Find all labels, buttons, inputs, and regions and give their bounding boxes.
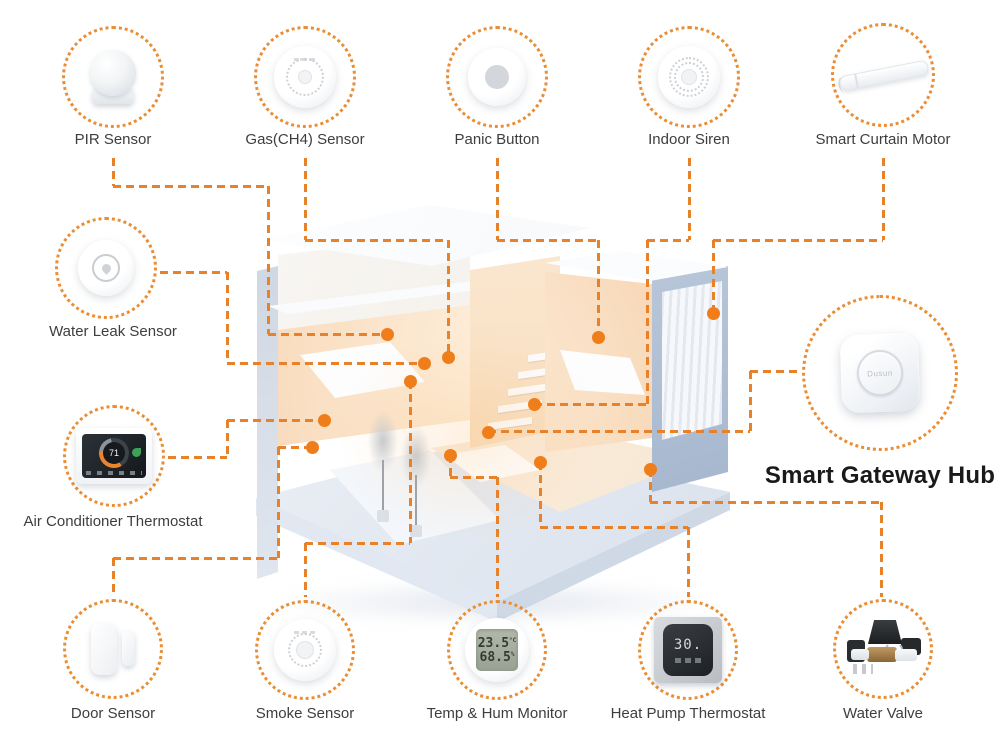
device-circle-gas-sensor bbox=[254, 26, 356, 128]
connector-line-smart-gateway-hub bbox=[750, 369, 800, 373]
gas-sensor-icon bbox=[257, 29, 353, 125]
device-circle-door-sensor bbox=[63, 599, 163, 699]
connector-line-temp-hum-monitor bbox=[448, 455, 452, 477]
device-circle-water-leak-sensor bbox=[55, 217, 157, 319]
device-label-air-conditioner-thermostat: Air Conditioner Thermostat bbox=[23, 513, 203, 530]
connector-line-pir-sensor bbox=[268, 332, 387, 336]
connector-line-temp-hum-monitor bbox=[495, 477, 499, 597]
device-circle-smart-gateway-hub: Dusun bbox=[802, 295, 958, 451]
device-label-water-leak-sensor: Water Leak Sensor bbox=[49, 323, 177, 340]
potted-tree bbox=[398, 425, 434, 540]
connector-dot-gas-sensor bbox=[441, 350, 455, 364]
connector-line-heat-pump-thermostat bbox=[540, 525, 688, 529]
connector-line-water-leak-sensor bbox=[225, 272, 229, 363]
connector-dot-water-leak-sensor bbox=[417, 356, 431, 370]
water-leak-sensor-icon bbox=[58, 220, 154, 316]
smart-curtain-motor-icon bbox=[834, 26, 932, 124]
device-label-panic-button: Panic Button bbox=[454, 131, 540, 148]
connector-line-air-conditioner-thermostat bbox=[225, 420, 229, 457]
connector-line-smart-curtain-motor bbox=[713, 238, 883, 242]
device-circle-water-valve bbox=[833, 599, 933, 699]
connector-dot-panic-button bbox=[591, 330, 605, 344]
connector-line-door-sensor bbox=[111, 558, 115, 597]
connector-line-water-valve bbox=[648, 469, 652, 502]
connector-dot-smoke-sensor bbox=[403, 374, 417, 388]
warm-light-glow bbox=[280, 285, 660, 585]
connector-line-panic-button bbox=[495, 158, 499, 240]
device-label-smoke-sensor: Smoke Sensor bbox=[255, 705, 355, 722]
smart-gateway-hub-icon: Dusun bbox=[805, 298, 955, 448]
device-circle-pir-sensor bbox=[62, 26, 164, 128]
connector-line-gas-sensor bbox=[305, 238, 448, 242]
connector-line-pir-sensor bbox=[113, 184, 268, 188]
connector-line-door-sensor bbox=[113, 556, 278, 560]
connector-dot-pir-sensor bbox=[380, 327, 394, 341]
water-valve-icon bbox=[836, 602, 930, 696]
device-circle-panic-button bbox=[446, 26, 548, 128]
device-circle-smoke-sensor bbox=[255, 600, 355, 700]
door-sensor-icon bbox=[66, 602, 160, 696]
device-circle-air-conditioner-thermostat: 71 bbox=[63, 405, 165, 507]
connector-line-air-conditioner-thermostat bbox=[168, 455, 227, 459]
connector-line-indoor-siren bbox=[645, 240, 649, 404]
device-label-indoor-siren: Indoor Siren bbox=[648, 131, 730, 148]
device-label-water-valve: Water Valve bbox=[842, 705, 924, 722]
house-illustration bbox=[250, 195, 735, 625]
potted-tree bbox=[365, 410, 401, 525]
indoor-siren-icon bbox=[641, 29, 737, 125]
connector-line-heat-pump-thermostat bbox=[538, 462, 542, 527]
connector-line-air-conditioner-thermostat bbox=[227, 418, 324, 422]
device-label-smart-gateway-hub: Smart Gateway Hub bbox=[764, 462, 996, 489]
connector-dot-indoor-siren bbox=[527, 397, 541, 411]
connector-line-indoor-siren bbox=[534, 402, 647, 406]
connector-line-panic-button bbox=[596, 240, 600, 337]
connector-line-smart-gateway-hub bbox=[488, 429, 750, 433]
device-circle-indoor-siren bbox=[638, 26, 740, 128]
device-circle-heat-pump-thermostat: 30. bbox=[638, 600, 738, 700]
air-conditioner-thermostat-icon: 71 bbox=[66, 408, 162, 504]
heat-pump-thermostat-icon: 30. bbox=[641, 603, 735, 697]
connector-line-indoor-siren bbox=[687, 158, 691, 240]
connector-line-smart-curtain-motor bbox=[881, 158, 885, 240]
device-label-temp-hum-monitor: Temp & Hum Monitor bbox=[426, 705, 568, 722]
connector-line-smoke-sensor bbox=[303, 543, 307, 597]
device-label-gas-sensor: Gas(CH4) Sensor bbox=[245, 131, 365, 148]
connector-line-door-sensor bbox=[276, 447, 280, 558]
connector-line-water-leak-sensor bbox=[160, 270, 227, 274]
connector-line-pir-sensor bbox=[266, 186, 270, 334]
connector-line-gas-sensor bbox=[303, 158, 307, 240]
connector-dot-air-conditioner-thermostat bbox=[317, 413, 331, 427]
panic-button-icon bbox=[449, 29, 545, 125]
device-label-door-sensor: Door Sensor bbox=[70, 705, 156, 722]
connector-line-water-leak-sensor bbox=[227, 361, 424, 365]
connector-dot-temp-hum-monitor bbox=[443, 448, 457, 462]
connector-line-smoke-sensor bbox=[305, 541, 410, 545]
connector-line-water-valve bbox=[879, 502, 883, 597]
connector-line-water-valve bbox=[650, 500, 881, 504]
pir-sensor-icon bbox=[65, 29, 161, 125]
connector-line-temp-hum-monitor bbox=[450, 475, 497, 479]
connector-line-indoor-siren bbox=[647, 238, 689, 242]
device-label-heat-pump-thermostat: Heat Pump Thermostat bbox=[610, 705, 766, 722]
connector-dot-smart-gateway-hub bbox=[481, 425, 495, 439]
connector-dot-water-valve bbox=[643, 462, 657, 476]
device-label-pir-sensor: PIR Sensor bbox=[74, 131, 152, 148]
connector-dot-smart-curtain-motor bbox=[706, 306, 720, 320]
connector-line-panic-button bbox=[497, 238, 598, 242]
connector-line-smoke-sensor bbox=[408, 381, 412, 543]
connector-line-door-sensor bbox=[278, 445, 312, 449]
connector-dot-door-sensor bbox=[305, 440, 319, 454]
connector-dot-heat-pump-thermostat bbox=[533, 455, 547, 469]
device-circle-smart-curtain-motor bbox=[831, 23, 935, 127]
smoke-sensor-icon bbox=[258, 603, 352, 697]
connector-line-smart-gateway-hub bbox=[748, 371, 752, 431]
connector-line-pir-sensor bbox=[111, 158, 115, 186]
connector-line-gas-sensor bbox=[446, 240, 450, 357]
device-label-smart-curtain-motor: Smart Curtain Motor bbox=[815, 131, 951, 148]
house-left-wall bbox=[257, 266, 278, 579]
connector-line-heat-pump-thermostat bbox=[686, 527, 690, 597]
connector-line-smart-curtain-motor bbox=[711, 240, 715, 313]
